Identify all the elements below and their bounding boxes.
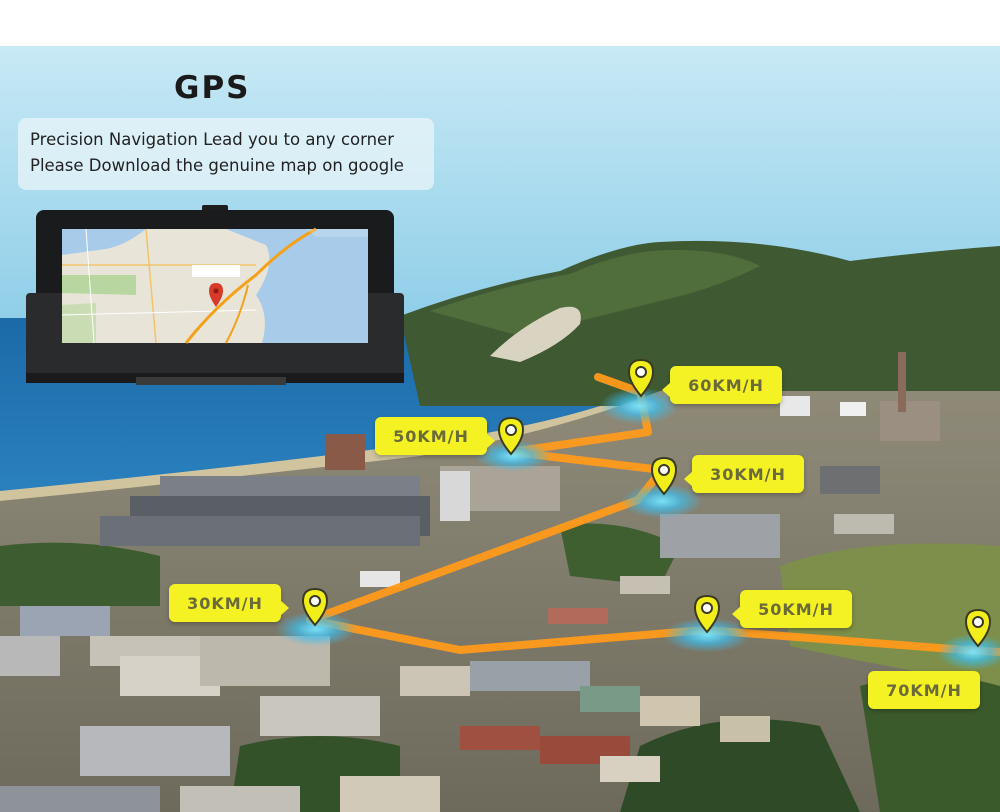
tagline-box: Precision Navigation Lead you to any cor… — [18, 118, 434, 190]
location-pin-icon — [497, 416, 525, 456]
location-pin-icon — [650, 456, 678, 496]
speed-label: 50KM/H — [732, 590, 852, 628]
page-title: GPS — [174, 70, 251, 106]
map-screen — [61, 227, 368, 344]
speed-label: 30KM/H — [169, 584, 289, 622]
speed-label: 50KM/H — [375, 417, 495, 455]
waypoint-glow — [938, 634, 1000, 670]
speed-label: 70KM/H — [868, 671, 980, 709]
location-pin-icon — [693, 594, 721, 634]
speed-label: 30KM/H — [684, 455, 804, 493]
location-pin-icon — [964, 608, 992, 648]
device-illustration — [26, 205, 404, 385]
location-pin-icon — [301, 587, 329, 627]
dashcam-navigation-device — [26, 205, 404, 385]
location-pin-icon — [627, 358, 655, 398]
tagline-line-2: Please Download the genuine map on googl… — [30, 156, 404, 175]
tagline-line-1: Precision Navigation Lead you to any cor… — [30, 130, 394, 149]
speed-label: 60KM/H — [662, 366, 782, 404]
